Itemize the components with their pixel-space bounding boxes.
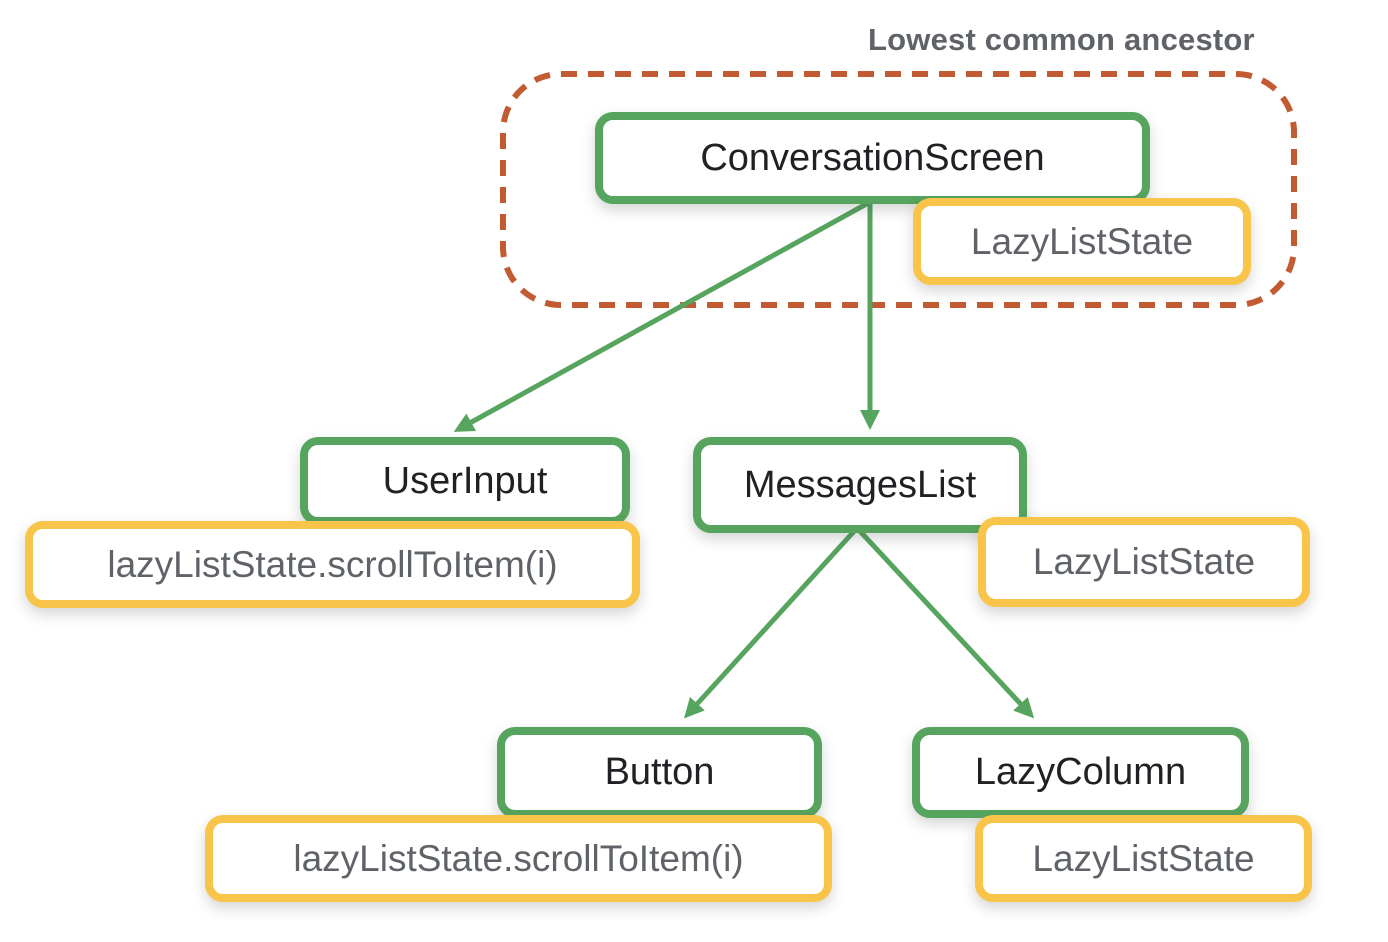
node-button-label: Button	[604, 751, 715, 793]
node-lazycolumn-label: LazyColumn	[974, 751, 1187, 793]
node-button: Button	[497, 727, 822, 818]
node-userinput-label: UserInput	[382, 459, 548, 502]
state-label: LazyListState	[1032, 837, 1255, 879]
node-userinput: UserInput	[300, 437, 630, 525]
state-messageslist-lazyliststate: LazyListState	[978, 517, 1310, 607]
edge-messageslist-lazycolumn	[855, 526, 1035, 719]
state-userinput-scrolltoitem: lazyListState.scrollToItem(i)	[25, 521, 640, 608]
state-label: LazyListState	[1032, 541, 1256, 582]
node-messageslist-label: MessagesList	[743, 463, 977, 506]
node-conversationscreen-label: ConversationScreen	[700, 136, 1045, 179]
edge-conversationscreen-userinput	[453, 199, 872, 432]
state-button-scrolltoitem: lazyListState.scrollToItem(i)	[205, 815, 832, 902]
state-lazycolumn-lazyliststate: LazyListState	[975, 815, 1312, 902]
node-lazycolumn: LazyColumn	[912, 727, 1249, 818]
node-conversationscreen: ConversationScreen	[595, 112, 1150, 204]
node-messageslist: MessagesList	[693, 437, 1027, 533]
state-label: lazyListState.scrollToItem(i)	[293, 837, 744, 879]
state-label: LazyListState	[970, 220, 1194, 262]
edge-messageslist-button	[683, 526, 859, 719]
lowest-common-ancestor-boundary	[500, 71, 1297, 308]
lowest-common-ancestor-label: Lowest common ancestor	[868, 22, 1255, 57]
state-label: lazyListState.scrollToItem(i)	[107, 543, 558, 585]
state-conversationscreen-lazyliststate: LazyListState	[913, 198, 1251, 285]
